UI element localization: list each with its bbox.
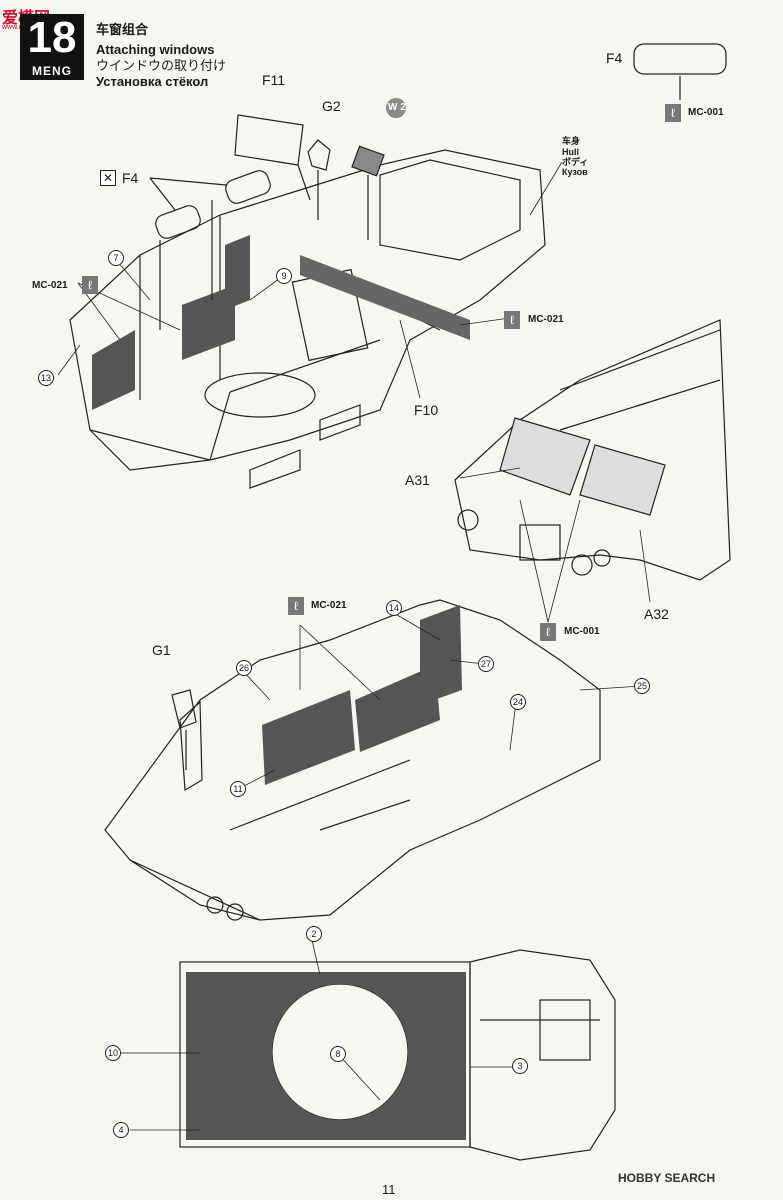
w2-badge-label: W 2 xyxy=(388,102,406,113)
paint-brush-icon: ℓ xyxy=(82,276,98,294)
part-label-f4-top: F4 xyxy=(606,50,623,66)
callout-11: 11 xyxy=(230,781,246,797)
callout-24: 24 xyxy=(510,694,526,710)
title-jp: ウインドウの取り付け xyxy=(96,58,227,73)
step-badge: 18 MENG xyxy=(20,14,84,80)
paint-code-mc021-left: MC-021 xyxy=(32,280,68,291)
brand-logo: MENG xyxy=(32,64,72,78)
source-logo: HOBBY SEARCH xyxy=(618,1171,716,1185)
paint-brush-icon: ℓ xyxy=(540,623,556,641)
callout-8: 8 xyxy=(330,1046,346,1062)
part-label-f10: F10 xyxy=(414,402,439,418)
callout-2: 2 xyxy=(306,926,322,942)
callout-26: 26 xyxy=(236,660,252,676)
paint-code-mc021-lower: MC-021 xyxy=(311,600,347,611)
step-number: 18 xyxy=(27,13,77,62)
part-label-g1: G1 xyxy=(152,642,171,658)
hull-label-jp: ボディ xyxy=(562,157,589,167)
callout-10: 10 xyxy=(105,1045,121,1061)
part-label-a32: A32 xyxy=(644,606,669,622)
paint-brush-icon: ℓ xyxy=(504,311,520,329)
callout-9: 9 xyxy=(276,268,292,284)
w2-badge-icon xyxy=(386,98,406,118)
paint-code-mc021-mid: MC-021 xyxy=(528,314,564,325)
callout-7: 7 xyxy=(108,250,124,266)
title-ru: Установка стёкол xyxy=(96,74,209,89)
callout-27: 27 xyxy=(478,656,494,672)
paint-code-mc001-mid: MC-001 xyxy=(564,626,600,637)
paint-brush-icon: ℓ xyxy=(288,597,304,615)
paint-brush-icon: ℓ xyxy=(665,104,681,122)
callout-13: 13 xyxy=(38,370,54,386)
part-label-f11: F11 xyxy=(262,72,286,88)
upper-hull-drawing xyxy=(69,149,546,489)
f11-glass-part xyxy=(234,114,304,166)
lower-hull-drawing xyxy=(104,599,601,921)
cut-mark-icon: ✕ xyxy=(100,170,116,186)
title-en: Attaching windows xyxy=(96,42,215,57)
callout-14: 14 xyxy=(386,600,402,616)
callout-4: 4 xyxy=(113,1122,129,1138)
hull-label-en: Hull xyxy=(562,147,579,157)
hull-label-ru: Кузов xyxy=(562,167,588,177)
part-label-f4-left: F4 xyxy=(122,170,139,186)
callout-3: 3 xyxy=(512,1058,528,1074)
part-label-a31: A31 xyxy=(405,472,430,488)
part-label-g2: G2 xyxy=(322,98,341,114)
front-cab-drawing xyxy=(454,319,731,581)
title-cn: 车窗组合 xyxy=(96,22,149,37)
f4-window-part xyxy=(633,43,727,75)
callout-25: 25 xyxy=(634,678,650,694)
g1-part xyxy=(171,689,197,729)
mesh-part xyxy=(351,145,385,177)
page-number: 11 xyxy=(382,1182,396,1197)
g2-part xyxy=(307,139,331,171)
paint-code-mc001-top: MC-001 xyxy=(688,107,724,118)
hull-label-cn: 车身 xyxy=(562,136,581,146)
